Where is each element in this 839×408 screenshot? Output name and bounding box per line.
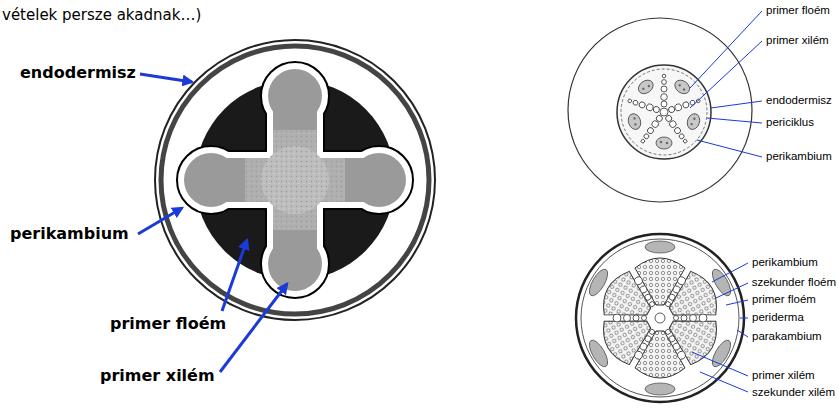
leader-lines	[690, 11, 762, 392]
part-label: perikambium	[752, 256, 818, 270]
root-schematic	[155, 40, 435, 320]
part-label: primer xilém	[766, 34, 829, 48]
part-label: primer floém	[766, 4, 830, 18]
part-label: primer xilém	[100, 366, 215, 385]
part-label: perikambium	[10, 224, 129, 243]
part-label: perikambium	[766, 150, 832, 164]
part-label: endodermisz	[20, 63, 136, 82]
part-label: parakambium	[752, 330, 822, 344]
part-label: szekunder xilém	[752, 386, 835, 400]
part-label: endodermisz	[766, 94, 832, 108]
part-label: primer floém	[752, 293, 816, 307]
part-label: primer xilém	[752, 369, 815, 383]
part-label: periciklus	[766, 116, 814, 130]
part-label: periderma	[752, 311, 804, 325]
primary-root-section	[568, 18, 752, 202]
part-label: szekunder floém	[752, 276, 836, 290]
secondary-root-section	[576, 234, 744, 402]
intro-note: vételek persze akadnak…)	[2, 6, 201, 24]
part-label: primer floém	[110, 314, 226, 333]
